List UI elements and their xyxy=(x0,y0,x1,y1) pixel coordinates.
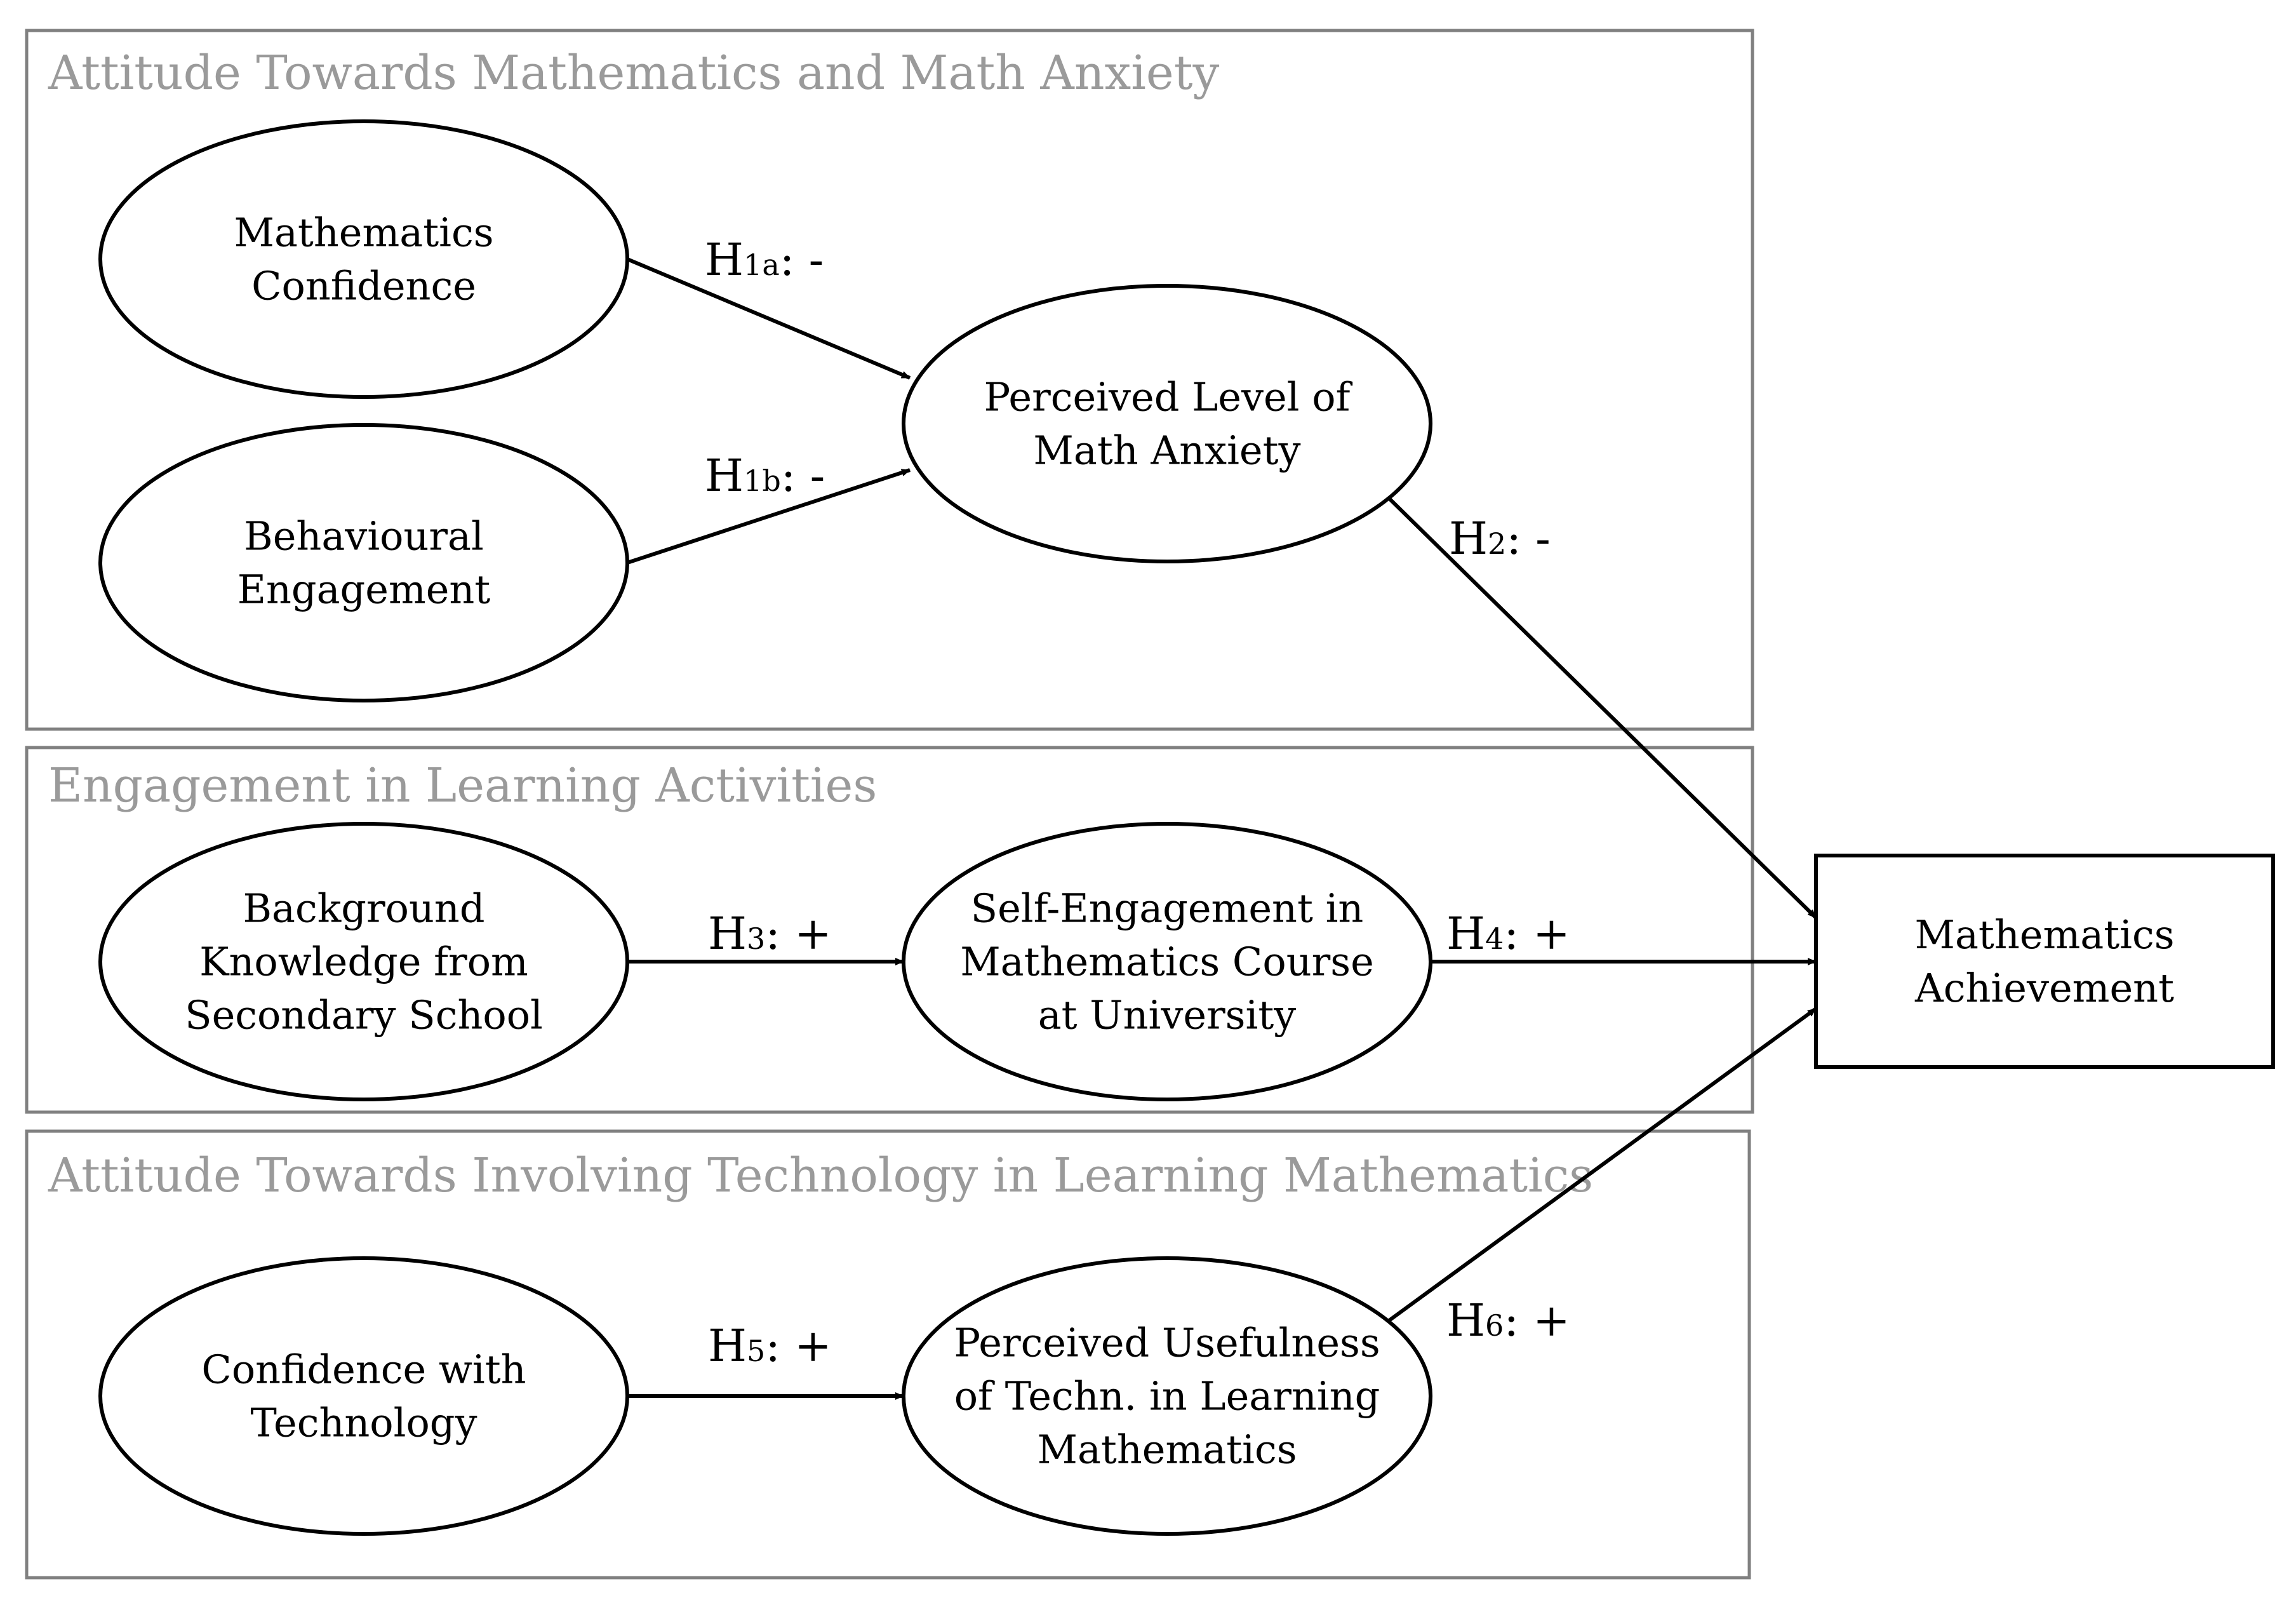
edge-label-letter: H xyxy=(708,1320,747,1372)
edge-label-subscript: 1b xyxy=(744,464,781,498)
group-frame xyxy=(25,29,1754,731)
edge-arrow-h1b xyxy=(627,468,911,565)
group-technology: Attitude Towards Involving Technology in… xyxy=(25,1129,1751,1580)
edge-label-h1a: H1a: - xyxy=(705,234,824,286)
node-label-line: Self-Engagement in xyxy=(971,885,1364,932)
node-math-anxiety: Perceived Level of Math Anxiety xyxy=(902,284,1432,563)
edge-label-letter: H xyxy=(705,450,744,502)
node-label-line: Achievement xyxy=(1914,965,2174,1011)
edge-label-sign: : + xyxy=(765,908,832,960)
node-ellipse xyxy=(902,1256,1432,1536)
edge-label-sign: : + xyxy=(1504,908,1570,960)
edge-label-letter: H xyxy=(708,908,747,960)
node-label-line: Mathematics Course xyxy=(960,939,1374,985)
node-label-line: Perceived Usefulness xyxy=(954,1320,1380,1366)
node-label-line: Math Anxiety xyxy=(1033,427,1300,474)
edge-label-sign: : + xyxy=(1504,1294,1570,1346)
edge-label-h6: H6: + xyxy=(1446,1294,1570,1346)
node-ellipse xyxy=(98,1256,629,1536)
node-ellipse xyxy=(902,284,1432,563)
edge-label-letter: H xyxy=(1446,1294,1485,1346)
group-title: Engagement in Learning Activities xyxy=(48,758,877,813)
node-label-line: Behavioural xyxy=(244,513,484,560)
node-self-engagement: Self-Engagement in Mathematics Course at U… xyxy=(902,822,1432,1101)
edge-label-letter: H xyxy=(1446,908,1485,960)
edge-label-subscript: 2 xyxy=(1488,527,1506,561)
node-ellipse xyxy=(98,822,629,1101)
node-label-line: Mathematics xyxy=(1037,1427,1297,1473)
edge-label-h5: H5: + xyxy=(708,1320,832,1372)
edge-label-sign: : - xyxy=(781,450,825,502)
node-label-line: at University xyxy=(1038,992,1297,1038)
group-title: Attitude Towards Involving Technology in… xyxy=(48,1148,1593,1203)
node-label-line: Perceived Level of xyxy=(984,374,1352,420)
node-box xyxy=(1814,854,2275,1069)
node-usefulness-technology: Perceived Usefulness of Techn. in Learnin… xyxy=(902,1256,1432,1536)
group-title: Attitude Towards Mathematics and Math An… xyxy=(48,46,1219,100)
edge-label-h1b: H1b: - xyxy=(705,450,825,502)
node-ellipse xyxy=(902,822,1432,1101)
edge-arrow-h1a xyxy=(626,257,911,380)
edge-label-subscript: 5 xyxy=(747,1334,765,1368)
group-engagement: Engagement in Learning Activities xyxy=(25,746,1754,1114)
node-label-line: Confidence with xyxy=(201,1346,526,1393)
edge-label-sign: : - xyxy=(1506,513,1551,565)
edge-label-subscript: 6 xyxy=(1485,1308,1504,1343)
edge-label-subscript: 1a xyxy=(744,248,780,282)
edge-label-h3: H3: + xyxy=(708,908,832,960)
node-label-line: Engagement xyxy=(237,567,491,613)
edge-label-letter: H xyxy=(705,234,744,286)
node-label-line: Mathematics xyxy=(1914,911,2174,958)
node-ellipse xyxy=(98,119,629,399)
edge-label-h4: H4: + xyxy=(1446,908,1570,960)
node-label-line: Confidence xyxy=(251,263,476,309)
node-label-line: of Techn. in Learning xyxy=(954,1373,1380,1420)
edge-label-h2: H2: - xyxy=(1449,513,1551,565)
edge-label-letter: H xyxy=(1449,513,1488,565)
node-label-line: Secondary School xyxy=(185,992,543,1038)
group-frame xyxy=(25,746,1754,1114)
node-label-line: Background xyxy=(243,885,484,932)
group-attitude-math: Attitude Towards Mathematics and Math An… xyxy=(25,29,1754,731)
node-ellipse xyxy=(98,423,629,702)
node-label-line: Mathematics xyxy=(234,210,493,256)
node-label-line: Technology xyxy=(250,1400,477,1446)
node-label-line: Knowledge from xyxy=(199,939,528,985)
edge-label-subscript: 4 xyxy=(1485,922,1504,956)
edge-label-sign: : - xyxy=(780,234,824,286)
edge-arrow-h6 xyxy=(1386,1007,1817,1324)
edge-label-sign: : + xyxy=(765,1320,832,1372)
edge-arrow-h2 xyxy=(1385,495,1818,920)
group-frame xyxy=(25,1129,1751,1580)
edge-label-subscript: 3 xyxy=(747,922,765,956)
